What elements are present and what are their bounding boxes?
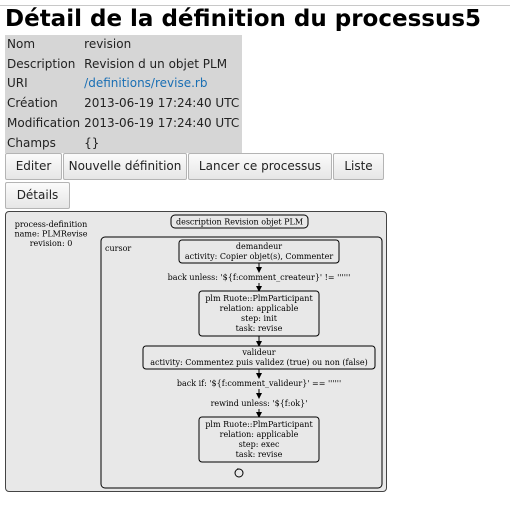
participant-task: task: revise (236, 324, 283, 333)
participant-name: plm Ruote::PlmParticipant (205, 294, 313, 303)
details-label: Nom (7, 37, 36, 51)
process-details-table: Nom revision Description Revision d un o… (5, 35, 243, 154)
participant-relation: relation: applicable (220, 430, 299, 439)
demandeur-activity: activity: Copier objet(s), Commenter (185, 252, 334, 261)
cursor-label: cursor (105, 244, 131, 253)
details-value: 2013-06-19 17:24:40 UTC (84, 115, 240, 130)
participant-step: step: init (241, 314, 278, 323)
details-label: Description (7, 56, 76, 71)
process-diagram: process-definition name: PLMRevise revis… (5, 211, 387, 492)
details-value: Revision d un objet PLM (84, 56, 228, 71)
details-row-fields: Champs {} (5, 134, 242, 154)
participant-relation: relation: applicable (220, 304, 299, 313)
details-value: {} (84, 135, 100, 150)
details-row-name: Nom revision (5, 35, 242, 55)
new-definition-button[interactable]: Nouvelle définition (63, 153, 187, 180)
participant-exec-node (198, 416, 320, 463)
participant-task: task: revise (236, 450, 283, 459)
details-row-creation: Création 2013-06-19 17:24:40 UTC (5, 94, 242, 114)
back-if-node: back if: '${f:comment_valideur}' == ''''… (177, 379, 341, 388)
description-text: description Revision objet PLM (176, 218, 303, 227)
process-definition-label: process-definition (15, 220, 88, 229)
page-title: Détail de la définition du processus5 (5, 6, 482, 32)
details-label: Champs (7, 135, 56, 150)
details-row-description: Description Revision d un objet PLM (5, 55, 242, 75)
list-button[interactable]: Liste (333, 153, 384, 180)
rewind-unless-node: rewind unless: '${f:ok}' (211, 399, 308, 408)
top-divider (0, 5, 510, 6)
uri-link[interactable]: /definitions/revise.rb (84, 76, 208, 91)
details-row-uri: URI /definitions/revise.rb (5, 74, 242, 94)
process-diagram-graph: process-definition name: PLMRevise revis… (14, 214, 383, 489)
details-label: URI (7, 76, 28, 91)
demandeur-title: demandeur (236, 242, 282, 251)
participant-name: plm Ruote::PlmParticipant (205, 420, 313, 429)
details-label: Création (7, 96, 58, 111)
details-value: 2013-06-19 17:24:40 UTC (84, 96, 240, 111)
details-value: revision (84, 37, 132, 51)
process-definition-name: name: PLMRevise (14, 230, 87, 239)
valideur-activity: activity: Commentez puis validez (true) … (150, 358, 368, 367)
participant-step: step: exec (239, 440, 280, 449)
details-label: Modification (7, 115, 81, 130)
description-node (170, 214, 309, 229)
details-button[interactable]: Détails (5, 182, 70, 209)
launch-process-button[interactable]: Lancer ce processus (188, 153, 332, 180)
process-definition-revision: revision: 0 (30, 239, 73, 248)
back-unless-node: back unless: '${f:comment_createur}' != … (168, 273, 351, 282)
valideur-title: valideur (241, 348, 275, 357)
details-row-modification: Modification 2013-06-19 17:24:40 UTC (5, 114, 242, 134)
edit-button[interactable]: Editer (5, 153, 62, 180)
